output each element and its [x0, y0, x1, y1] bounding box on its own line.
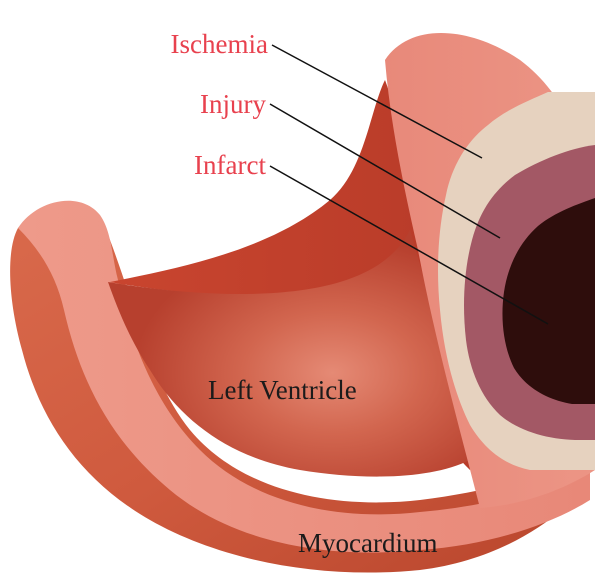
- infarct-label: Infarct: [194, 150, 266, 180]
- injury-label: Injury: [200, 89, 266, 119]
- myocardium-label: Myocardium: [298, 528, 437, 558]
- left-ventricle-label: Left Ventricle: [208, 375, 357, 405]
- ischemia-label: Ischemia: [171, 29, 268, 59]
